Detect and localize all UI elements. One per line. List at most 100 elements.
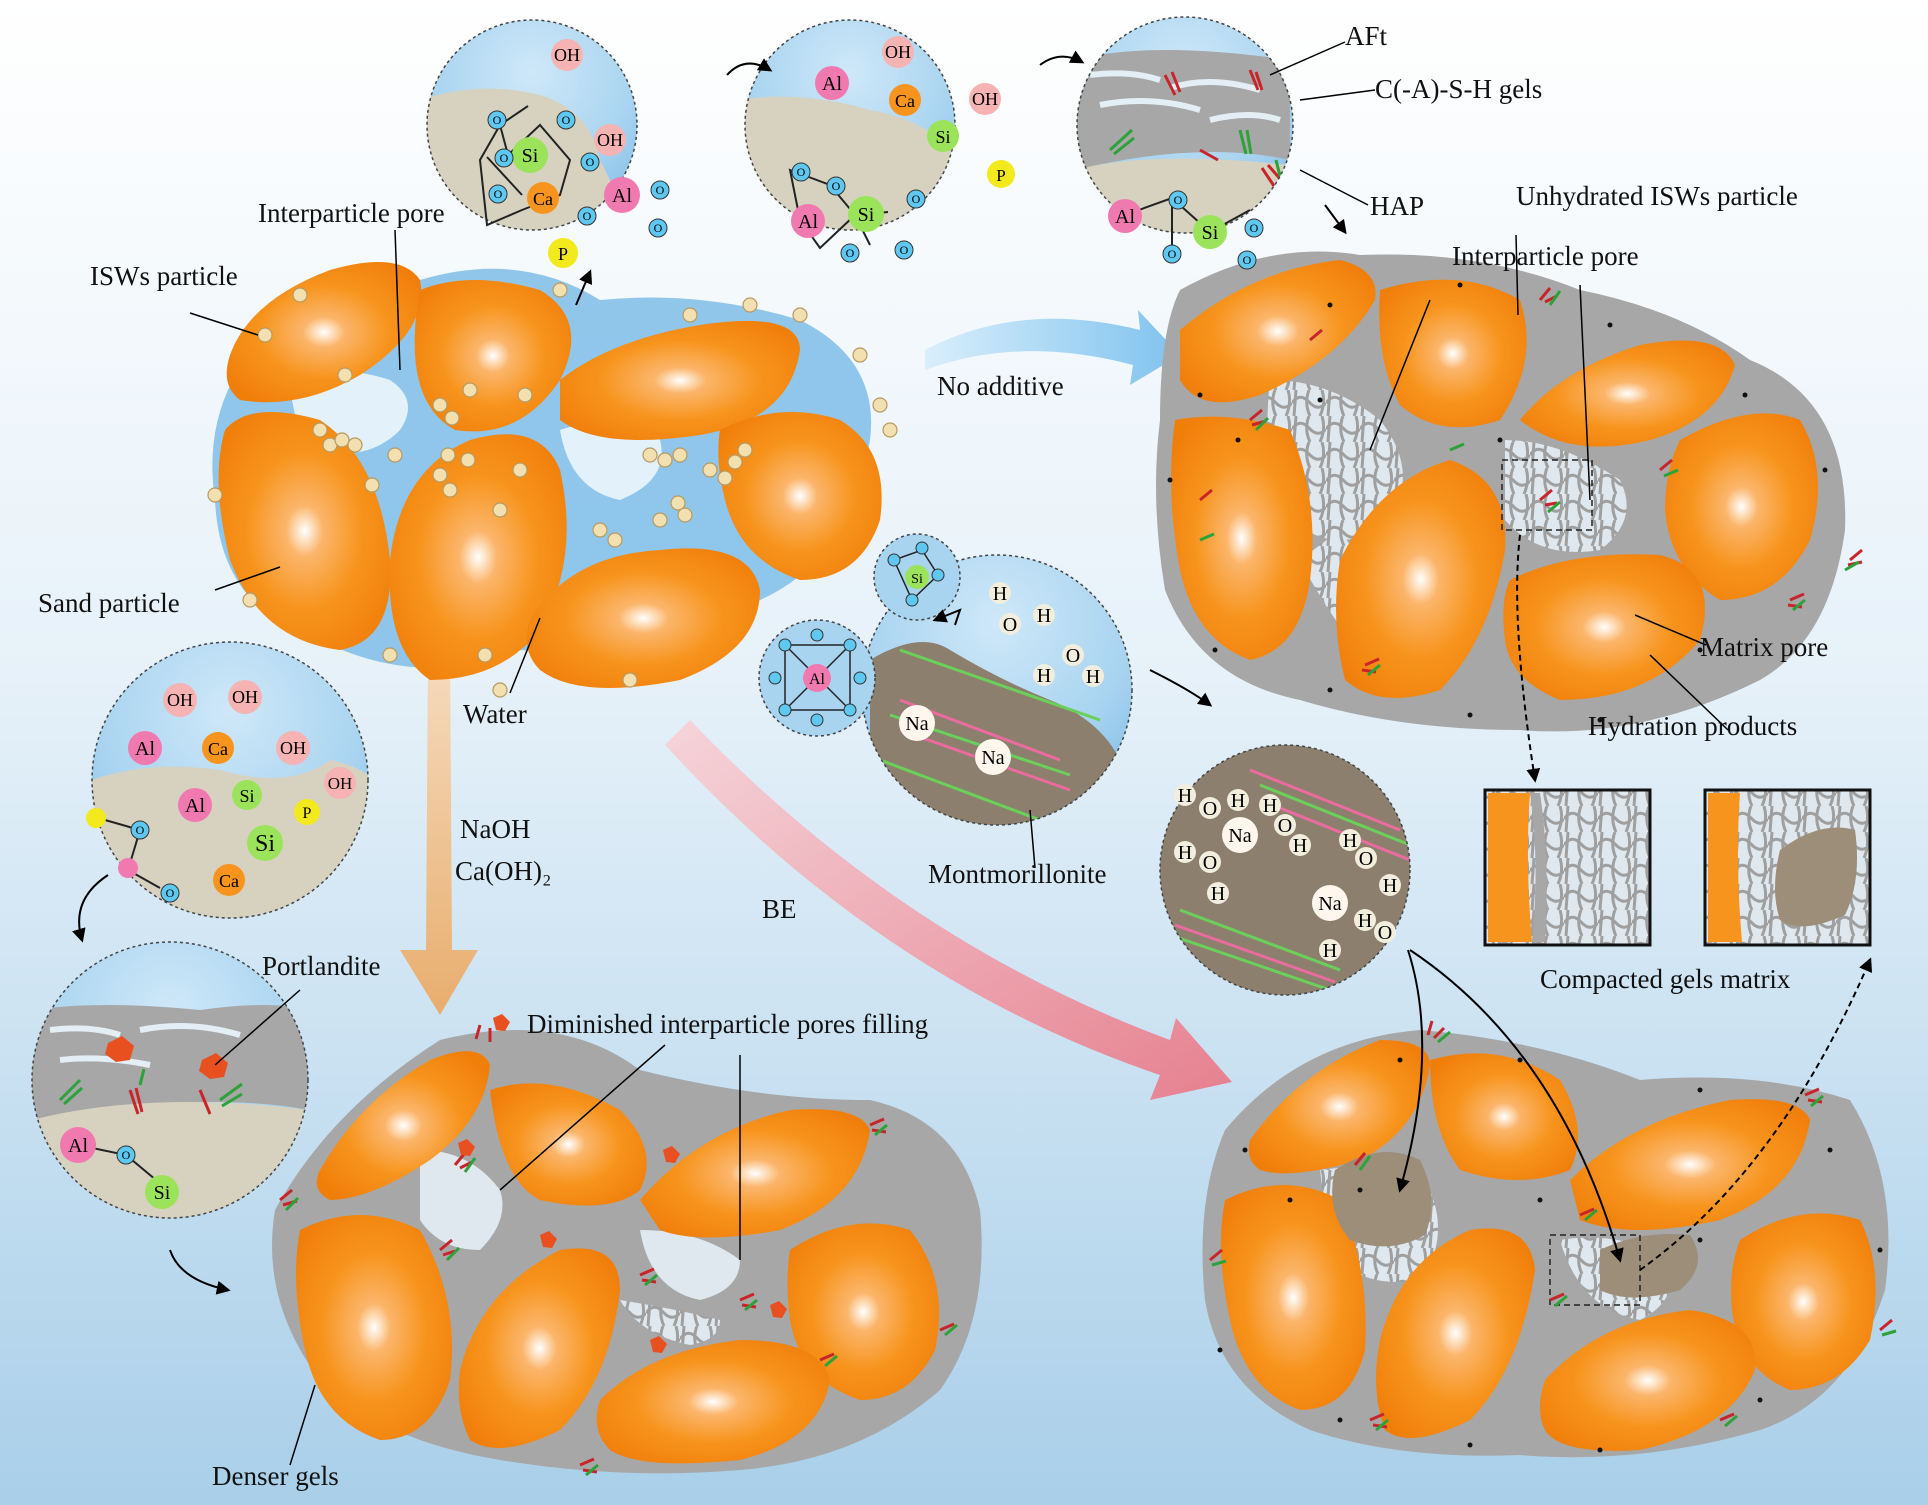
no-additive-matrix [1156,251,1863,732]
svg-text:Al: Al [135,738,155,760]
label-unhydrated-isws: Unhydrated ISWs particle [1516,181,1798,211]
svg-text:O: O [562,113,571,127]
svg-text:Na: Na [1228,825,1251,847]
svg-text:Ca: Ca [208,739,228,759]
svg-text:O: O [1203,852,1217,874]
label-interparticle-pore-right: Interparticle pore [1452,241,1639,271]
label-hydration-products: Hydration products [1588,711,1797,741]
label-cash-gels: C(-A)-S-H gels [1375,74,1542,104]
be-matrix [1202,1020,1897,1458]
svg-text:O: O [493,113,502,127]
montmorillonite-inclusion [1332,1152,1432,1247]
svg-text:H: H [993,583,1007,605]
naoh-caoh2-matrix [272,1014,982,1477]
svg-text:Na: Na [981,747,1004,769]
svg-text:O: O [1243,253,1252,267]
label-compacted-gels-matrix: Compacted gels matrix [1540,964,1791,994]
label-water: Water [463,699,527,729]
svg-text:O: O [1378,922,1392,944]
hydration-needles [279,1014,958,1477]
connector-arrows [72,50,1873,1295]
svg-text:Si: Si [935,127,950,147]
svg-text:P: P [303,805,312,822]
svg-text:OH: OH [232,687,258,707]
svg-text:O: O [846,246,855,260]
zoom-circle-portlandite: Al Si O [31,941,309,1219]
svg-text:O: O [900,243,909,257]
svg-text:P: P [996,166,1005,185]
svg-text:H: H [1383,875,1397,897]
svg-text:OH: OH [328,774,353,793]
svg-text:H: H [1037,605,1051,627]
svg-text:O: O [122,1148,131,1162]
svg-text:Al: Al [185,795,205,817]
svg-text:OH: OH [885,42,911,62]
process-arrows [400,310,1232,1100]
svg-text:Si: Si [239,786,254,806]
label-aft: AFt [1345,21,1388,51]
svg-text:H: H [1037,665,1051,687]
svg-text:Al: Al [68,1135,88,1157]
svg-text:Ca: Ca [895,91,915,111]
svg-text:Na: Na [905,713,928,735]
svg-text:H: H [1178,785,1192,807]
label-portlandite: Portlandite [262,951,380,981]
svg-text:Si: Si [911,572,923,587]
hydration-needles [1199,287,1863,677]
svg-text:Ca: Ca [219,871,239,891]
svg-text:OH: OH [167,690,193,710]
compacted-gels-matrix-panels [1483,788,1872,947]
svg-text:H: H [1358,910,1372,932]
label-matrix-pore: Matrix pore [1700,632,1828,662]
svg-text:Na: Na [1318,893,1341,915]
label-caoh2: Ca(OH)₂ [455,856,551,886]
matrix-pores [1217,1057,1883,1453]
svg-text:H: H [1231,790,1245,812]
svg-text:O: O [832,179,841,193]
svg-text:O: O [1003,614,1017,636]
svg-text:O: O [166,886,175,900]
label-be: BE [762,894,797,924]
svg-text:H: H [1293,835,1307,857]
svg-text:OH: OH [972,89,998,109]
label-diminished-pores: Diminished interparticle pores filling [527,1009,928,1039]
svg-text:O: O [500,151,509,165]
svg-text:H: H [1086,666,1100,688]
svg-text:OH: OH [554,45,580,65]
svg-text:O: O [583,209,592,223]
svg-text:O: O [494,187,503,201]
svg-text:Si: Si [255,831,275,857]
label-no-additive: No additive [937,371,1064,401]
svg-text:Si: Si [154,1182,171,1204]
svg-text:O: O [1359,848,1373,870]
svg-text:H: H [1263,795,1277,817]
svg-text:O: O [1066,645,1080,667]
svg-text:H: H [1178,842,1192,864]
label-montmorillonite: Montmorillonite [928,859,1107,889]
svg-text:O: O [1250,221,1259,235]
label-denser-gels: Denser gels [212,1461,339,1491]
svg-text:Al: Al [798,211,818,233]
initial-mixture [207,262,898,698]
zoom-box [1501,459,1593,531]
text-labels: Interparticle pore ISWs particle Sand pa… [38,21,1828,1491]
leader-lines [189,41,1729,1466]
svg-text:Al: Al [1115,206,1135,228]
svg-text:O: O [656,183,665,197]
svg-text:O: O [797,165,806,179]
svg-text:Al: Al [809,671,826,688]
sand-particle [1221,1040,1876,1451]
montmorillonite-inclusion [1600,1234,1698,1298]
svg-text:O: O [136,823,145,837]
matrix-pores [1167,282,1828,723]
sand-particle [296,1051,940,1464]
svg-text:Ca: Ca [533,189,553,209]
svg-text:O: O [586,155,595,169]
svg-text:H: H [1211,883,1225,905]
svg-text:O: O [1278,815,1292,837]
